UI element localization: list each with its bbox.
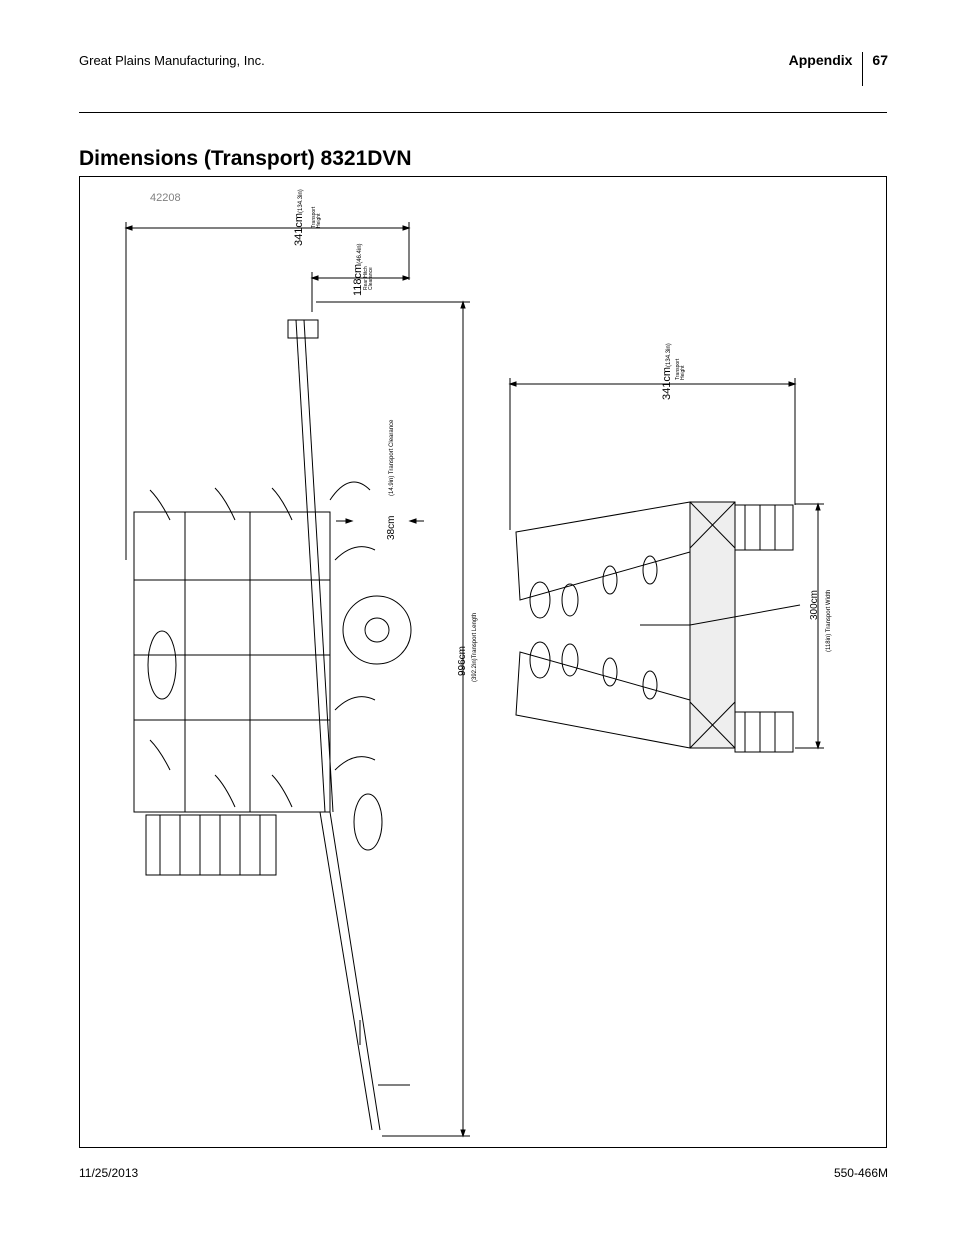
rear-width-dimension bbox=[795, 502, 824, 750]
side-height-caption-line2: Height bbox=[316, 213, 322, 228]
side-height-value: 341cm bbox=[293, 212, 305, 246]
side-clearance-imperial: (14.9in) bbox=[389, 475, 395, 496]
rear-height-value: 341cm bbox=[661, 366, 673, 400]
side-clearance-caption: Transport Clearance bbox=[389, 419, 395, 475]
rear-width-imperial: (118in) bbox=[826, 633, 832, 652]
section-name: Appendix bbox=[788, 52, 853, 68]
side-length-imperial: (392.2in) bbox=[472, 658, 478, 682]
footer-date: 11/25/2013 bbox=[79, 1166, 139, 1180]
running-header: Appendix 67 bbox=[789, 52, 888, 86]
side-height-caption: Transport Height bbox=[311, 207, 322, 228]
figure-id: 42208 bbox=[150, 192, 181, 204]
rear-height-imperial: (134.3in) bbox=[666, 343, 672, 367]
side-height-imperial: (134.3in) bbox=[298, 189, 304, 213]
side-clearance-caption-block: (14.9in) Transport Clearance bbox=[389, 420, 395, 496]
side-hitch-caption: Rear Hitch Clearance bbox=[363, 266, 374, 290]
footer-doc-number: 550-466M bbox=[833, 1166, 888, 1180]
rear-height-label: 341cm(134.3in) bbox=[661, 343, 673, 400]
side-length-caption-block: (392.2in)Transport Length bbox=[472, 613, 478, 682]
figure-frame bbox=[79, 176, 887, 1148]
rear-width-caption-block: (118in) Transport Width bbox=[826, 590, 832, 652]
page-title: Dimensions (Transport) 8321DVN bbox=[79, 147, 412, 170]
side-height-dimension bbox=[124, 222, 411, 560]
rear-view-implement bbox=[515, 501, 801, 753]
side-hitch-caption-line2: Clearance bbox=[368, 267, 374, 290]
side-height-label: 341cm(134.3in) bbox=[293, 189, 305, 246]
header-separator bbox=[862, 52, 864, 86]
side-length-dimension bbox=[316, 300, 470, 1138]
side-length-value: 996cm bbox=[457, 645, 468, 676]
side-length-caption: Transport Length bbox=[472, 612, 478, 659]
side-clearance-value: 38cm bbox=[386, 515, 397, 540]
rear-width-value: 300cm bbox=[809, 589, 820, 620]
side-hitch-imperial: (46.4in) bbox=[357, 243, 363, 264]
side-hitch-dimension bbox=[310, 272, 411, 312]
rear-height-caption: Transport Height bbox=[675, 359, 686, 380]
page-number: 67 bbox=[872, 52, 888, 68]
side-clearance-dimension bbox=[336, 518, 424, 524]
side-view-implement bbox=[133, 319, 412, 1131]
rear-height-dimension bbox=[508, 378, 797, 530]
rear-height-caption-line2: Height bbox=[680, 365, 686, 380]
company-name: Great Plains Manufacturing, Inc. bbox=[79, 53, 265, 68]
rear-width-caption: Transport Width bbox=[826, 589, 832, 633]
header-rule bbox=[79, 112, 887, 113]
